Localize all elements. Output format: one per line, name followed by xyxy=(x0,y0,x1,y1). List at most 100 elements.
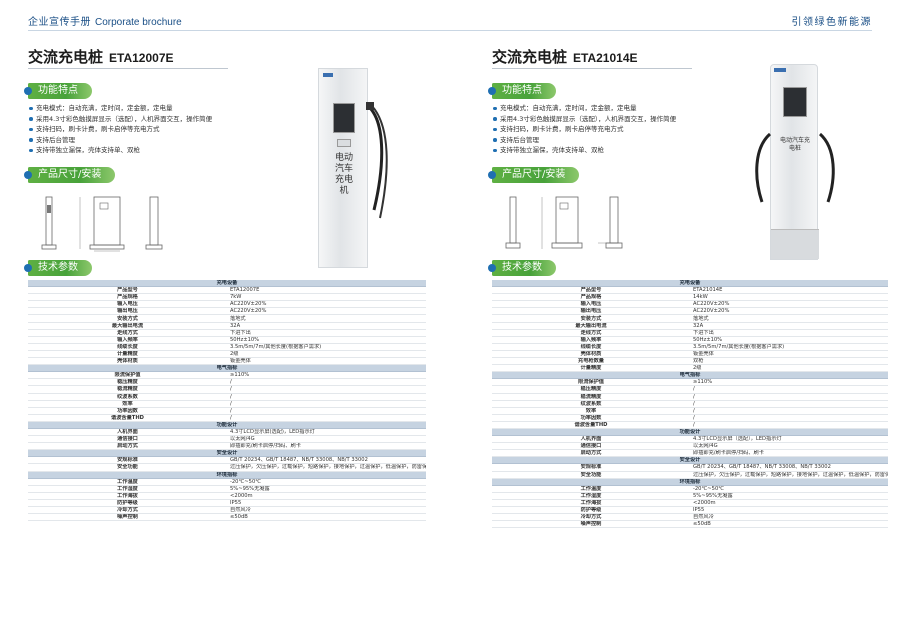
spec-value: 自然风冷 xyxy=(690,513,888,522)
spec-value: 即插即充/刷卡启停/扫码、刷卡 xyxy=(227,442,426,451)
rear-view-drawing xyxy=(145,196,163,249)
table-row: 稳压精度/ xyxy=(492,385,888,394)
spec-value: / xyxy=(690,385,888,394)
spec-value: 32A xyxy=(227,322,426,330)
screen xyxy=(333,103,355,133)
spec-key: 工作湿度 xyxy=(28,485,227,493)
dimension-drawings xyxy=(492,191,888,253)
spec-value: 4.3寸LCD显示屏（选配），LED指示灯 xyxy=(690,435,888,444)
spec-key: 产品规格 xyxy=(28,293,227,302)
spec-key: 效率 xyxy=(492,407,690,415)
feature-item: 支持带独立漏保，壳体支持单、双枪 xyxy=(28,145,426,156)
spec-value: -20℃~50℃ xyxy=(227,478,426,486)
table-row: 安装方式落地式 xyxy=(28,314,426,323)
spec-group-row: 安全设计 xyxy=(28,449,426,458)
base xyxy=(771,229,819,259)
table-row: 壳体材质钣金壳体 xyxy=(492,350,888,359)
spec-value: 50Hz±10% xyxy=(690,336,888,344)
table-row: 安装方式落地式 xyxy=(492,314,888,323)
spec-value: AC220V±20% xyxy=(690,300,888,309)
spec-value: ≥110% xyxy=(227,371,426,380)
feature-item: 采用4.3寸彩色触摸屏显示（选配），人机界面交互，操作简便 xyxy=(28,114,426,125)
spec-value: 5%~95%无凝露 xyxy=(690,492,888,500)
screen xyxy=(783,87,807,117)
table-row: 工作海拔<2000m xyxy=(492,499,888,508)
spec-key: 线缆长度 xyxy=(492,343,690,351)
feature-list: 充电模式：自动充满，定时间，定金额，定电量 采用4.3寸彩色触摸屏显示（选配），… xyxy=(28,103,426,156)
spec-value: / xyxy=(690,407,888,415)
spec-key: 噪声控制 xyxy=(492,520,690,529)
spec-value: ≤50dB xyxy=(227,513,426,522)
spec-value: ≥110% xyxy=(690,378,888,387)
spec-key: 产品型号 xyxy=(28,286,227,295)
feature-item: 支持扫码，刷卡计费，刷卡启停等充电方式 xyxy=(28,124,426,135)
spec-value: ≤50dB xyxy=(690,520,888,529)
spec-group-row: 电气指标 xyxy=(28,364,426,373)
spec-key: 最大输出电流 xyxy=(28,322,227,330)
spec-key: 谐波含量THD xyxy=(28,414,227,422)
brand-logo xyxy=(774,68,786,72)
table-row: 稳压精度/ xyxy=(28,378,426,387)
spec-key: 防护等级 xyxy=(28,499,227,508)
title-underline xyxy=(492,68,692,69)
table-row: 噪声控制≤50dB xyxy=(28,513,426,522)
spec-value: 7kW xyxy=(227,293,426,302)
table-row: 走线方式下进下出 xyxy=(28,329,426,337)
spec-key: 人机界面 xyxy=(492,435,690,444)
spec-key: 走线方式 xyxy=(492,329,690,337)
table-row: 充电枪数量双枪 xyxy=(492,357,888,366)
spec-key: 谐波含量THD xyxy=(492,421,690,429)
spec-group-row: 环境指标 xyxy=(492,478,888,486)
spec-group-title: 环境指标 xyxy=(28,471,426,479)
spec-group-row: 充电设备 xyxy=(28,279,426,288)
header-divider xyxy=(28,30,872,31)
spec-group-row: 环境指标 xyxy=(28,471,426,479)
table-row: 效率/ xyxy=(492,407,888,415)
spec-value: 下进下出 xyxy=(227,329,426,337)
spec-value: 4.3寸LCD显示屏(选配)，LED指示灯 xyxy=(227,428,426,437)
spec-value: -20℃~50℃ xyxy=(690,485,888,493)
table-row: 走线方式下进下出 xyxy=(492,329,888,337)
spec-value: 钣金壳体 xyxy=(227,357,426,366)
spec-key: 安全功能 xyxy=(28,463,227,472)
brochure-label-cn: 企业宣传手册 xyxy=(28,17,91,28)
spec-key: 冷却方式 xyxy=(28,506,227,515)
spec-value: <2000m xyxy=(227,492,426,500)
product-label: 电动汽车充电桩 xyxy=(779,137,810,152)
spec-value: 落地式 xyxy=(227,314,426,323)
table-row: 工作海拔<2000m xyxy=(28,492,426,500)
spec-value: 钣金壳体 xyxy=(690,350,888,359)
spec-value: / xyxy=(690,414,888,422)
spec-value: 14kW xyxy=(690,293,888,302)
spec-key: 人机界面 xyxy=(28,428,227,437)
charging-cables-right xyxy=(755,132,835,203)
spec-value: 以太网/4G xyxy=(227,435,426,444)
slogan: 引领绿色新能源 xyxy=(791,17,872,28)
spec-key: 壳体材质 xyxy=(28,357,227,366)
spec-key: 工作温度 xyxy=(28,478,227,486)
table-row: 稳流精度/ xyxy=(492,393,888,401)
spec-key: 走线方式 xyxy=(28,329,227,337)
spec-value: IP55 xyxy=(690,506,888,515)
feature-item: 支持后台管理 xyxy=(492,135,888,146)
spec-key: 壳体材质 xyxy=(492,350,690,359)
spec-value: <2000m xyxy=(690,499,888,508)
spec-key: 启动方式 xyxy=(492,449,690,458)
spec-value: AC220V±20% xyxy=(227,307,426,316)
table-row: 功率因数/ xyxy=(28,407,426,415)
